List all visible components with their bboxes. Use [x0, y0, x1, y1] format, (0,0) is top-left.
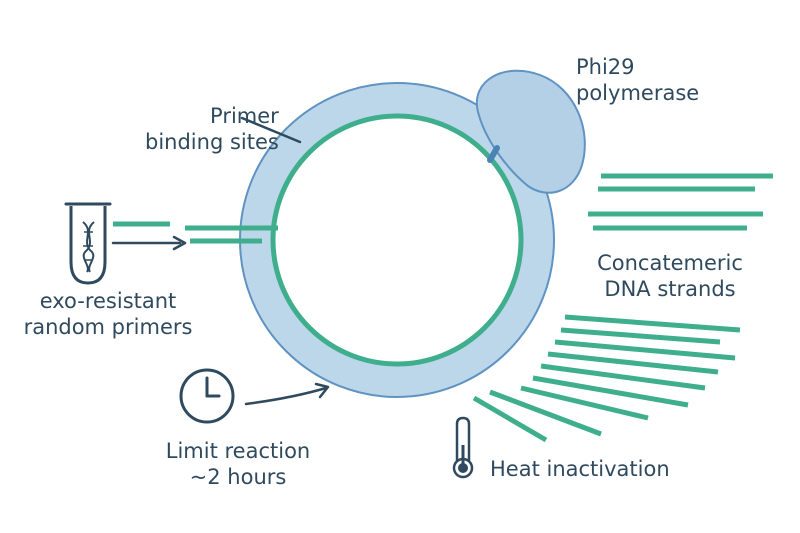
primer-binding-sites-label: Primer binding sites	[145, 103, 279, 155]
phi29-polymerase-label: Phi29 polymerase	[576, 54, 699, 106]
concatemeric-strands-upper	[588, 173, 773, 231]
circular-dna-strand	[270, 113, 524, 367]
concatemer-strand	[547, 351, 719, 375]
limit-reaction-line1: Limit reaction	[165, 439, 311, 463]
concatemeric-line1: Concatemeric	[597, 251, 743, 275]
primer-binding-sites-line1: Primer	[210, 104, 279, 128]
phi29-line2: polymerase	[576, 81, 700, 105]
tube-icon	[64, 202, 112, 285]
reaction-time-arrow	[244, 382, 330, 406]
reaction-arrow-head	[314, 382, 330, 399]
primers-line1: exo-resistant	[39, 289, 177, 313]
phi29-line1: Phi29	[576, 55, 635, 79]
phi29-polymerase-shape	[475, 69, 586, 194]
concatemer-strand	[489, 389, 602, 437]
primer-binding-pointer	[240, 116, 302, 144]
concatemer-strand	[564, 314, 741, 333]
primer-arrow	[111, 235, 187, 251]
concatemer-strand	[554, 339, 736, 361]
concatemer-strand	[532, 375, 689, 408]
concatemeric-line2: DNA strands	[604, 277, 736, 301]
limit-reaction-label: Limit reaction ~2 hours	[150, 438, 326, 490]
primers-label: exo-resistant random primers	[14, 288, 202, 340]
thermometer-icon	[452, 416, 474, 479]
concatemeric-strands-fan	[472, 314, 741, 443]
polymerase-contact-mark	[487, 145, 500, 163]
concatemer-strand	[540, 363, 706, 391]
concatemer-strand	[560, 327, 721, 345]
primer-arrow-head	[172, 235, 187, 251]
limit-reaction-line2: ~2 hours	[189, 465, 287, 489]
primers-line2: random primers	[23, 315, 193, 339]
primer-strands	[113, 221, 278, 244]
primer-binding-sites-line2: binding sites	[145, 130, 279, 154]
concatemer-strand	[520, 385, 649, 421]
heat-inactivation-label: Heat inactivation	[490, 457, 670, 481]
clock-icon	[179, 368, 235, 424]
concatemer-strand	[472, 395, 548, 443]
concatemeric-label: Concatemeric DNA strands	[578, 250, 762, 302]
reaction-arrow-shaft	[244, 386, 328, 406]
